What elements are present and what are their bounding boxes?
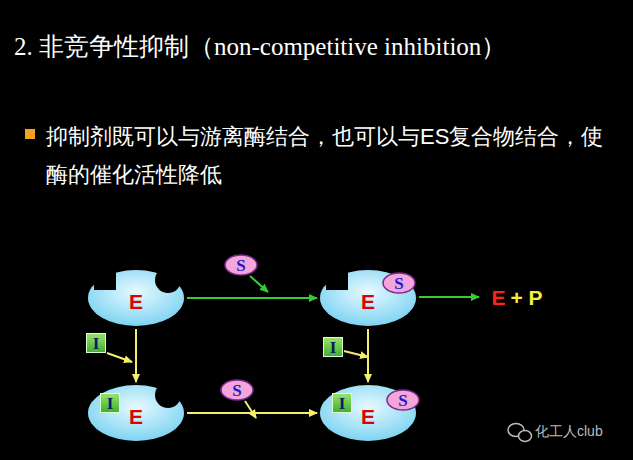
enzyme: ES (320, 270, 416, 326)
reaction-arrow (367, 329, 369, 382)
reaction-arrow (419, 296, 479, 298)
node-label: I (93, 335, 100, 352)
bullet-mark (25, 129, 35, 139)
enzyme: EI S (320, 385, 416, 441)
substrate: S (386, 389, 420, 411)
leader-arrow (245, 401, 256, 418)
enzyme: E (88, 270, 184, 326)
reaction-arrow (187, 297, 317, 299)
product-group: E+ P (482, 283, 552, 311)
substrate: S (382, 272, 416, 294)
node-label: E (129, 291, 143, 312)
node-label: S (394, 275, 403, 292)
node-label: E (491, 287, 505, 308)
reaction-arrow (135, 329, 137, 382)
node-label: I (339, 395, 346, 412)
node-label: E (361, 406, 375, 427)
leader-arrow (250, 276, 268, 292)
node-label: + P (510, 287, 542, 308)
node-label: I (330, 339, 337, 356)
inhibitor: I (323, 337, 343, 357)
leader-arrow (107, 353, 132, 362)
node-label: E (129, 406, 143, 427)
slide-title: 2. 非竞争性抑制（non-competitive inhibition） (14, 30, 506, 63)
reaction-arrow (187, 412, 317, 414)
substrate: S (224, 254, 258, 276)
inhibitor: I (332, 393, 352, 413)
wechat-icon (508, 424, 532, 442)
node-label: E (361, 291, 375, 312)
node-label: S (236, 257, 245, 274)
bullet-text: 抑制剂既可以与游离酶结合，也可以与ES复合物结合，使酶的催化活性降低 (46, 118, 616, 194)
enzyme: EI (88, 385, 184, 441)
inhibitor: I (86, 333, 106, 353)
node-label: S (232, 382, 241, 399)
node-label: S (398, 392, 407, 409)
watermark: 化工人club (535, 423, 603, 441)
inhibitor: I (100, 393, 120, 413)
leader-arrow (344, 351, 368, 357)
node-label: I (107, 395, 114, 412)
substrate: S (220, 379, 254, 401)
